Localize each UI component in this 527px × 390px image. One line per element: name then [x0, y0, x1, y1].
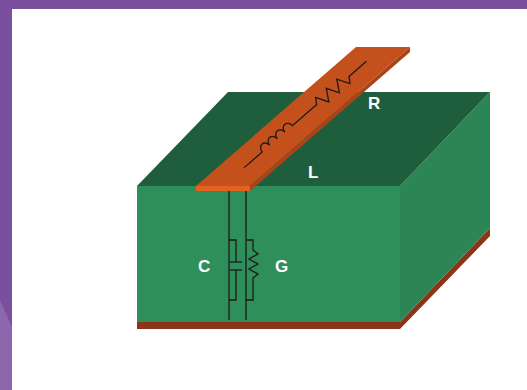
trace-edge — [196, 186, 250, 191]
component-label: R — [368, 95, 380, 112]
capacitor-conductance-symbol — [229, 191, 258, 320]
signal-trace — [196, 47, 410, 186]
trace-edge — [250, 47, 410, 191]
component-label: C — [198, 258, 210, 275]
component-label: L — [308, 164, 318, 181]
inductor-resistor-symbol — [240, 57, 370, 172]
component-label: G — [275, 258, 288, 275]
white-panel — [12, 9, 527, 390]
dielectric-front — [137, 186, 400, 322]
